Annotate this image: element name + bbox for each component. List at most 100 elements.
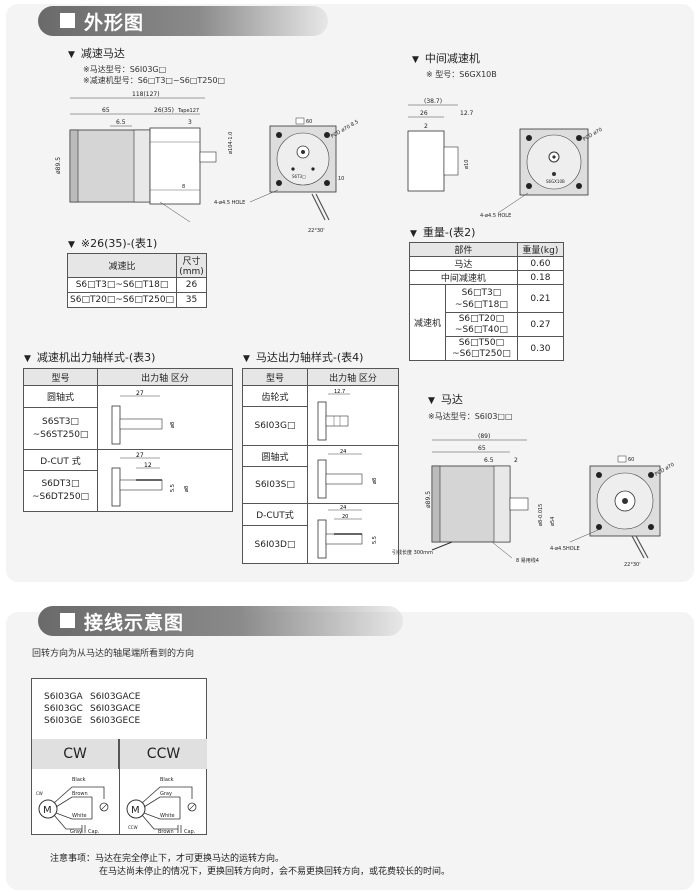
motor-m-icon: M [131, 805, 140, 816]
intermediate-note: ※ 型号：S6GX10B [426, 70, 497, 79]
dim-dia: ø89.5 [55, 157, 62, 174]
svg-text:CW: CW [36, 791, 43, 796]
svg-text:22°30': 22°30' [624, 562, 641, 568]
triangle-icon: ▼ [68, 240, 75, 250]
table4-title: 马达出力轴样式-(表4) [255, 351, 364, 364]
svg-text:20: 20 [342, 514, 348, 520]
dim-flange: 6.5 [116, 119, 126, 126]
intermediate-heading: ▼ 中间减速机 [412, 50, 480, 66]
table1-header-ratio: 减速比 [66, 253, 178, 278]
svg-text:12: 12 [144, 462, 152, 469]
svg-text:26: 26 [420, 110, 428, 117]
table-row: D-CUT 式 27 12 5.5 ø8 [23, 448, 233, 512]
motor-drawing: (89) 65 6.5 2 ø89.5 ø8-0.015 ø54 引线长度 30… [392, 433, 676, 568]
table-row: S6I03D□ [242, 525, 399, 564]
svg-text:ø10: ø10 [464, 160, 470, 169]
round-shaft-drawing: 27 ø8 [111, 390, 176, 445]
svg-text:2: 2 [424, 123, 428, 130]
svg-text:ø89.5: ø89.5 [425, 491, 432, 508]
gear-motor-note2: ※减速机型号：S6□T3□~S6□T250□ [83, 76, 226, 85]
svg-text:5.5: 5.5 [372, 536, 378, 544]
svg-text:27: 27 [136, 390, 144, 397]
svg-text:8 易用线4: 8 易用线4 [516, 557, 539, 564]
wiring-schematics: M CW Black Brown White Gray Cap. M CCW B… [36, 777, 197, 835]
gear-motor-note1: ※马达型号：S6I03G□ [83, 65, 167, 74]
table-row: S6□T3□~S6□T18□26 [66, 277, 207, 293]
table-row: S6I03G□ [242, 406, 399, 446]
svg-text:4-ø4.5HOLE: 4-ø4.5HOLE [550, 546, 580, 552]
caution-label: 注意事项： [50, 854, 96, 864]
dim-shaft-dia: ø104-1.0 [228, 132, 234, 154]
dim-holes: 4-ø4.5 HOLE [214, 200, 245, 206]
section-title: 外形图 [84, 12, 145, 34]
table-row: S6□T20□~S6□T40□0.27 [410, 312, 565, 337]
dim-gearbox: 26(35) [154, 107, 174, 114]
section-header-outline: 外形图 [38, 6, 328, 36]
dim-motor-length: 65 [102, 107, 110, 114]
table1-heading: ▼ ※26(35)-(表1) [68, 235, 157, 251]
table2-header-part: 部件 [409, 242, 518, 257]
svg-text:Gray: Gray [70, 829, 82, 835]
caution-note: 注意事项：马达在完全停止下，才可更换马达的运转方向。 在马达尚未停止的情况下，更… [50, 853, 450, 879]
lead-length: 引线长度 300mm [392, 549, 433, 556]
gear-motor-title: 减速马达 [80, 47, 125, 60]
svg-text:Black: Black [160, 777, 174, 783]
table-row: S6□T20□~S6□T250□35 [66, 292, 207, 308]
wiring-intro: 回转方向为从马达的轴尾端所看到的方向 [32, 649, 195, 659]
section-header-wiring: 接线示意图 [38, 606, 403, 636]
motor-note: ※马达型号：S6I03□□ [428, 412, 513, 421]
table1-title: ※26(35)-(表1) [80, 237, 158, 250]
intermediate-title: 中间减速机 [424, 52, 480, 65]
svg-text:24: 24 [340, 449, 346, 455]
dcut-shaft-drawing: 27 12 5.5 ø8 [111, 452, 190, 507]
cw-label: CW [32, 739, 119, 769]
dim-tape: Tape127 [177, 108, 199, 114]
table-row: S6□T50□~S6□T250□0.30 [410, 336, 565, 361]
svg-text:S6GX10B: S6GX10B [546, 179, 565, 184]
triangle-icon: ▼ [410, 229, 417, 239]
dim-8: 8 [182, 184, 185, 190]
table2-header-weight: 重量(kg) [516, 242, 565, 257]
svg-text:S6T3□: S6T3□ [292, 174, 306, 179]
motor-heading: ▼ 马达 [428, 391, 463, 407]
table2-title: 重量-(表2) [422, 226, 476, 239]
ratio-size-table: 减速比尺寸(mm) S6□T3□~S6□T18□26 S6□T20□~S6□T2… [66, 253, 207, 308]
triangle-icon: ▼ [68, 50, 75, 60]
svg-text:White: White [160, 813, 175, 819]
svg-text:Black: Black [72, 777, 86, 783]
motor-round-shaft-drawing: 24 ø8 [317, 449, 378, 499]
svg-text:ø8: ø8 [372, 478, 378, 484]
svg-text:27: 27 [136, 452, 144, 459]
motor-title: 马达 [440, 393, 463, 406]
triangle-icon: ▼ [428, 396, 435, 406]
table4-heading: ▼ 马达出力轴样式-(表4) [243, 349, 363, 365]
dim-overall: 118(127) [132, 91, 160, 98]
caution-line2: 在马达尚未停止的情况下，更换回转方向时，会不易更换回转方向，或花费较长的时间。 [99, 867, 451, 877]
ccw-label: CCW [120, 739, 207, 769]
dim-60: 60 [306, 119, 312, 125]
dim-10: 10 [338, 176, 344, 182]
table-row: S6I03S□ [242, 466, 399, 504]
table1-header-size: 尺寸(mm) [176, 253, 207, 278]
gear-motor-drawing: 118(127) 65 26(35) Tape127 6.5 3 ø89.5 ø… [55, 91, 360, 234]
triangle-icon: ▼ [243, 354, 250, 364]
table3-title: 减速机出力轴样式-(表3) [36, 351, 156, 364]
svg-text:65: 65 [478, 445, 486, 452]
svg-text:12.7: 12.7 [460, 110, 474, 117]
svg-text:ø54: ø54 [550, 517, 556, 526]
dim-angle: 22°30' [308, 228, 325, 234]
table-row: 齿轮式 12.7 [242, 384, 399, 446]
table-row: S6DT3□~S6DT250□ [23, 470, 233, 512]
svg-text:(89): (89) [478, 433, 490, 440]
triangle-icon: ▼ [412, 55, 419, 65]
svg-text:ø8: ø8 [170, 422, 176, 428]
table-row: 圆轴式 27 ø8 [23, 384, 233, 450]
table-row: D-CUT式 24 20 5.5 [242, 502, 399, 564]
